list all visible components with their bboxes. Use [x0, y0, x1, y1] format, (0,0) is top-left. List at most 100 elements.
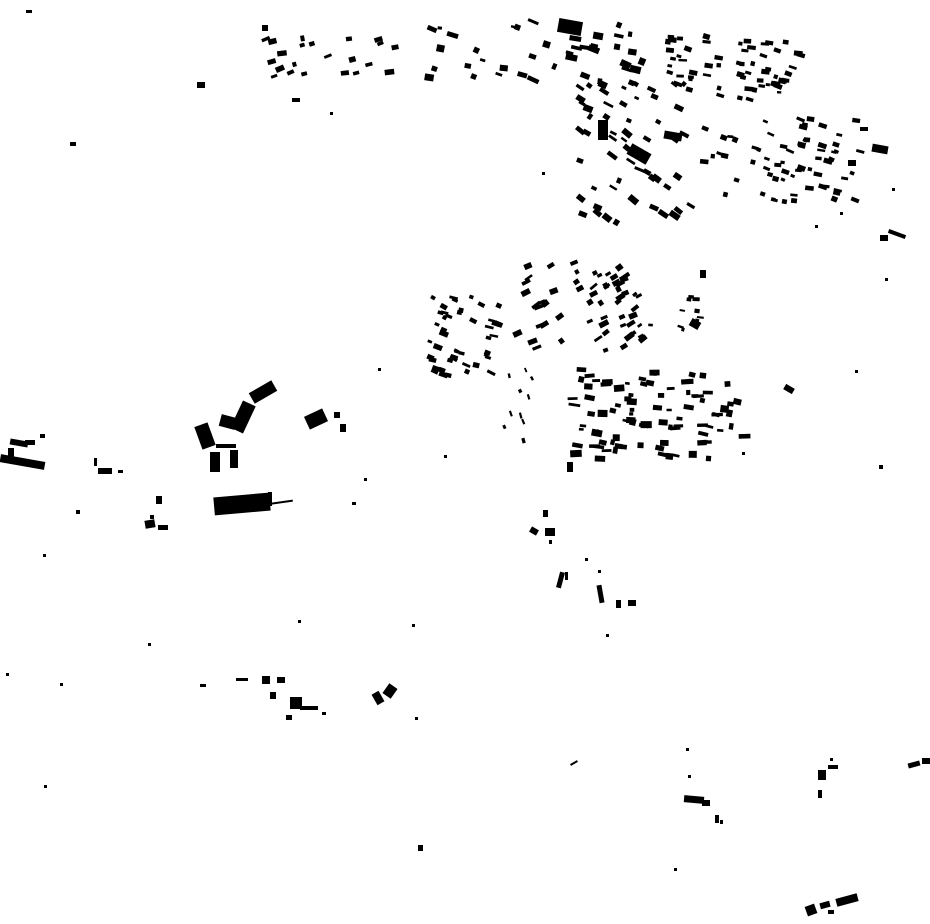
building [25, 440, 35, 445]
building [348, 55, 357, 63]
building [484, 355, 492, 360]
building [70, 142, 76, 146]
building [688, 371, 696, 378]
building [678, 58, 688, 62]
building [587, 410, 596, 417]
building [606, 150, 618, 161]
building [592, 208, 603, 218]
building [144, 519, 156, 529]
building [702, 33, 711, 41]
building [577, 210, 588, 219]
building [770, 197, 776, 202]
building [542, 40, 552, 49]
building [575, 284, 585, 293]
building [704, 62, 714, 69]
building [776, 91, 782, 94]
building [579, 424, 587, 428]
building [666, 408, 672, 412]
building [446, 31, 459, 40]
building [692, 394, 704, 399]
building [676, 54, 682, 59]
building [820, 184, 830, 189]
building [276, 50, 288, 57]
building [430, 65, 438, 73]
building [493, 320, 504, 328]
building [621, 127, 633, 139]
building [432, 343, 443, 352]
building [848, 160, 856, 166]
building [694, 308, 700, 314]
building [696, 315, 704, 319]
building [464, 62, 472, 69]
building [654, 118, 662, 125]
building [674, 868, 677, 871]
building [663, 183, 672, 191]
building [781, 198, 788, 205]
building [851, 117, 861, 124]
building [576, 157, 584, 165]
building [614, 443, 628, 450]
building [76, 510, 80, 514]
building [8, 448, 14, 458]
building [194, 422, 216, 450]
building [759, 52, 768, 59]
building [584, 373, 595, 379]
building [744, 70, 752, 76]
building [603, 100, 614, 109]
building [850, 196, 860, 204]
building [714, 54, 724, 61]
building [686, 201, 696, 210]
building [248, 380, 278, 404]
building [727, 134, 734, 139]
building [615, 177, 623, 185]
building [609, 273, 619, 282]
building [677, 324, 685, 330]
building [766, 171, 774, 178]
building [510, 25, 516, 29]
building [291, 61, 297, 68]
building [761, 68, 770, 75]
building [570, 44, 583, 51]
building [449, 354, 459, 363]
building [323, 53, 333, 59]
building [322, 712, 326, 715]
building [427, 339, 433, 344]
building [526, 393, 531, 400]
building [424, 73, 435, 82]
building [688, 295, 694, 299]
building [300, 71, 308, 77]
building [618, 100, 628, 108]
building [597, 79, 608, 90]
building [597, 299, 605, 307]
building [680, 80, 687, 88]
building [621, 85, 627, 91]
building [592, 444, 605, 450]
building [683, 45, 693, 53]
building [230, 450, 238, 468]
building [666, 386, 675, 391]
building [118, 470, 123, 473]
building [785, 148, 795, 154]
building [762, 165, 771, 172]
building [575, 94, 586, 104]
building [376, 40, 384, 47]
building [620, 136, 628, 143]
building [286, 715, 292, 720]
building [831, 150, 837, 154]
building [780, 168, 790, 176]
building [733, 177, 740, 183]
building [453, 348, 460, 354]
building [458, 350, 465, 356]
building [622, 143, 631, 152]
building [818, 790, 822, 798]
building [835, 893, 859, 907]
building [628, 600, 636, 606]
building [624, 381, 630, 385]
building [556, 571, 565, 589]
building [633, 95, 640, 101]
building [517, 388, 523, 394]
building [736, 95, 743, 101]
building [150, 515, 154, 519]
building [596, 272, 603, 278]
building [701, 125, 710, 132]
